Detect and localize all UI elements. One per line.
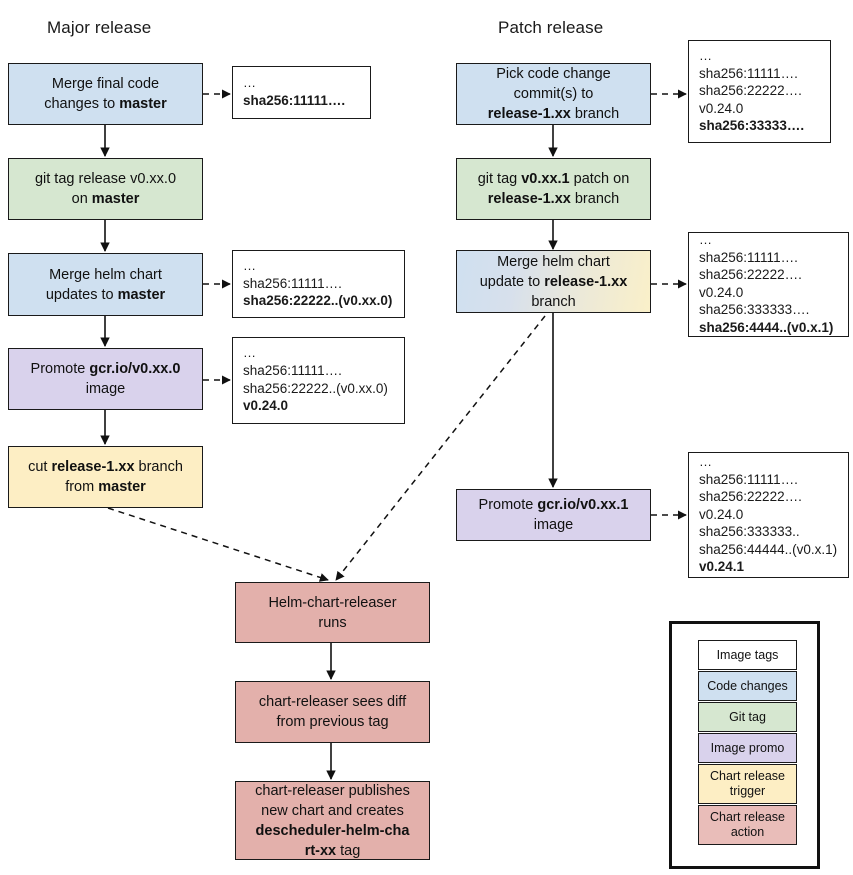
tagbox-after-promote-image-patch: … sha256:11111…. sha256:22222…. v0.24.0 sha2… bbox=[688, 452, 849, 578]
tag-line: sha256:22222…. bbox=[699, 489, 802, 504]
tag-line: … bbox=[243, 257, 257, 273]
tag-line: sha256:11111…. bbox=[699, 249, 798, 265]
legend-item-2: Git tag bbox=[698, 702, 797, 732]
column-title-major-release: Major release bbox=[47, 18, 152, 37]
tagbox-after-pick-code-change: … sha256:11111…. sha256:22222…. v0.24.0 sha2… bbox=[688, 40, 831, 143]
legend-item-0: Image tags bbox=[698, 640, 797, 670]
tagbox-after-merge-helm-chart-release-branch: … sha256:11111…. sha256:22222….v0.24.0 sha2… bbox=[688, 232, 849, 337]
legend-item-label: Chart release action bbox=[709, 810, 786, 839]
tag-line: sha256:11111…. bbox=[243, 363, 342, 379]
tagbox-after-merge-final-code: … sha256:11111…. bbox=[232, 66, 371, 119]
tag-line: v0.24.0 bbox=[699, 100, 744, 116]
tag-line: … bbox=[699, 231, 713, 247]
tag-line: sha256:4444..(v0.x.1) bbox=[699, 319, 834, 335]
tag-line: v0.24.0 bbox=[699, 506, 744, 522]
tag-line: sha256:11111…. bbox=[243, 92, 346, 108]
legend-item-1: Code changes bbox=[698, 671, 797, 701]
tag-line: … bbox=[243, 345, 257, 361]
tag-line: v0.24.0 bbox=[699, 284, 744, 300]
tag-line: sha256:33333…. bbox=[699, 118, 805, 133]
tag-line: sha256:44444..(v0.x.1) bbox=[699, 541, 838, 557]
tag-line: sha256:22222…. bbox=[699, 83, 802, 98]
legend-item-label: Image promo bbox=[710, 740, 785, 755]
edge-cut-branch-to-releaser bbox=[107, 507, 329, 582]
tag-line: sha256:333333.. bbox=[699, 524, 800, 539]
tag-line: v0.24.1 bbox=[699, 559, 745, 574]
tag-line: … bbox=[699, 453, 713, 469]
tag-line: sha256:22222..(v0.xx.0) bbox=[243, 380, 388, 396]
tag-line: … bbox=[243, 74, 257, 90]
tag-line: sha256:11111…. bbox=[699, 471, 798, 487]
tag-line: sha256:333333…. bbox=[699, 302, 810, 318]
tagbox-after-merge-helm-chart-master: … sha256:11111…. sha256:22222..(v0.xx.0) bbox=[232, 250, 405, 318]
legend-item-3: Image promo bbox=[698, 733, 797, 763]
tag-line: … bbox=[699, 47, 713, 63]
tag-line: sha256:22222..(v0.xx.0) bbox=[243, 293, 393, 308]
tag-line: sha256:22222…. bbox=[699, 267, 802, 283]
column-title-patch-release: Patch release bbox=[498, 18, 604, 37]
legend-item-label: Git tag bbox=[729, 709, 766, 724]
tag-line: v0.24.0 bbox=[243, 398, 289, 414]
legend-item-label: Chart release trigger bbox=[709, 769, 786, 798]
legend-item-4: Chart release trigger bbox=[698, 764, 797, 804]
tagbox-after-promote-image-major: … sha256:11111….sha256:22222..(v0.xx.0) v0… bbox=[232, 337, 405, 424]
tag-line: sha256:11111…. bbox=[699, 65, 798, 81]
legend-item-label: Code changes bbox=[707, 678, 788, 693]
tag-line: sha256:11111…. bbox=[243, 275, 342, 291]
legend-item-5: Chart release action bbox=[698, 805, 797, 845]
legend-item-label: Image tags bbox=[716, 647, 779, 662]
